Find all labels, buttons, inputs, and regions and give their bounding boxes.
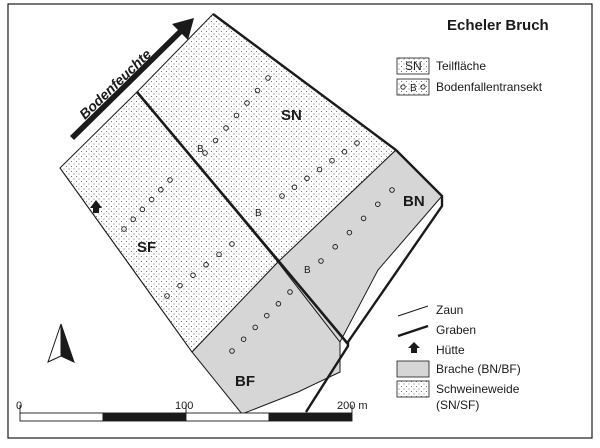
area-label-bn: BN	[403, 193, 425, 210]
map-frame	[7, 3, 593, 439]
scale-bar	[19, 405, 353, 422]
scale-tick-100: 100	[175, 400, 193, 412]
transect-point	[121, 226, 127, 232]
transect-marker-bn: B	[304, 265, 311, 276]
transect-point	[130, 216, 136, 222]
transect-point	[229, 348, 235, 354]
legend-transect-circle-left	[400, 84, 406, 90]
transect-marker-sn: B	[197, 144, 204, 155]
transect-point	[279, 193, 285, 199]
legend-plot-symbol: SN	[405, 59, 422, 73]
transect-point	[354, 140, 360, 146]
transect-point	[275, 301, 282, 307]
legend-pasture-label-1: Schweineweide	[436, 382, 520, 396]
scale-tick-200: 200 m	[337, 400, 368, 412]
transect-point	[167, 177, 173, 183]
transect-point	[341, 149, 348, 155]
legend-transect-swatch	[396, 78, 430, 96]
legend-fallow-swatch	[396, 360, 430, 378]
transect-point	[223, 125, 229, 131]
legend-plot-label: Teilfläche	[436, 59, 486, 73]
area-label-sn: SN	[281, 107, 302, 124]
legend-transect-circle-right	[420, 84, 426, 90]
transect-point	[203, 262, 209, 268]
transect-point	[158, 187, 164, 193]
transect-point	[332, 244, 338, 250]
ditch-line-east	[212, 13, 444, 413]
transect-point	[318, 258, 324, 264]
transect-point	[265, 75, 271, 81]
transect-point	[229, 241, 235, 247]
hut-icon	[90, 200, 102, 213]
legend-pasture-swatch	[396, 380, 430, 398]
transect-marker-center: B	[255, 208, 262, 219]
north-arrow-left	[47, 323, 62, 363]
transect-point	[244, 100, 250, 106]
legend-plot-swatch	[396, 57, 430, 75]
transect-point	[291, 184, 298, 190]
transect-point	[264, 312, 270, 319]
legend-pasture-label-2: (SN/SF)	[436, 398, 479, 412]
transect-point	[375, 201, 381, 207]
transect-points	[121, 75, 395, 354]
moisture-arrow	[70, 18, 194, 140]
transect-point	[254, 87, 261, 94]
scale-tick-0: 0	[16, 400, 22, 412]
transect-point	[316, 166, 323, 173]
transect-point	[360, 215, 367, 222]
transect-point	[240, 336, 247, 342]
transect-point	[202, 150, 208, 156]
area-label-sf: SF	[137, 239, 156, 256]
north-arrow-right	[60, 323, 75, 363]
transect-point	[190, 272, 196, 278]
plot-bn	[277, 149, 443, 343]
transect-point	[252, 324, 258, 331]
transect-point	[346, 229, 353, 236]
transect-point	[389, 187, 395, 193]
transect-point	[304, 175, 310, 182]
map-title: Echeler Bruch	[447, 17, 549, 34]
legend-transect-symbol: B	[410, 83, 417, 94]
transect-point	[139, 206, 146, 213]
legend-transect-label: Bodenfallentransekt	[436, 80, 543, 94]
area-label-bf: BF	[235, 373, 255, 390]
legend-fence-line	[397, 305, 429, 317]
transect-point	[164, 293, 170, 299]
legend-hut-label: Hütte	[436, 343, 465, 357]
transect-point	[329, 157, 335, 164]
transect-point	[212, 137, 219, 144]
legend-ditch-label: Graben	[436, 323, 476, 337]
plot-outline-west	[59, 167, 193, 353]
transect-point	[233, 112, 240, 119]
legend-hut-icon	[408, 342, 420, 353]
ditch-line-center	[136, 91, 349, 345]
transect-point	[177, 282, 183, 289]
legend-fallow-label: Brache (BN/BF)	[436, 362, 521, 376]
legend-fence-label: Zaun	[436, 303, 463, 317]
transect-point	[148, 196, 155, 203]
transect-point	[216, 251, 222, 258]
legend-ditch-line	[397, 324, 429, 338]
transect-point	[287, 289, 293, 295]
